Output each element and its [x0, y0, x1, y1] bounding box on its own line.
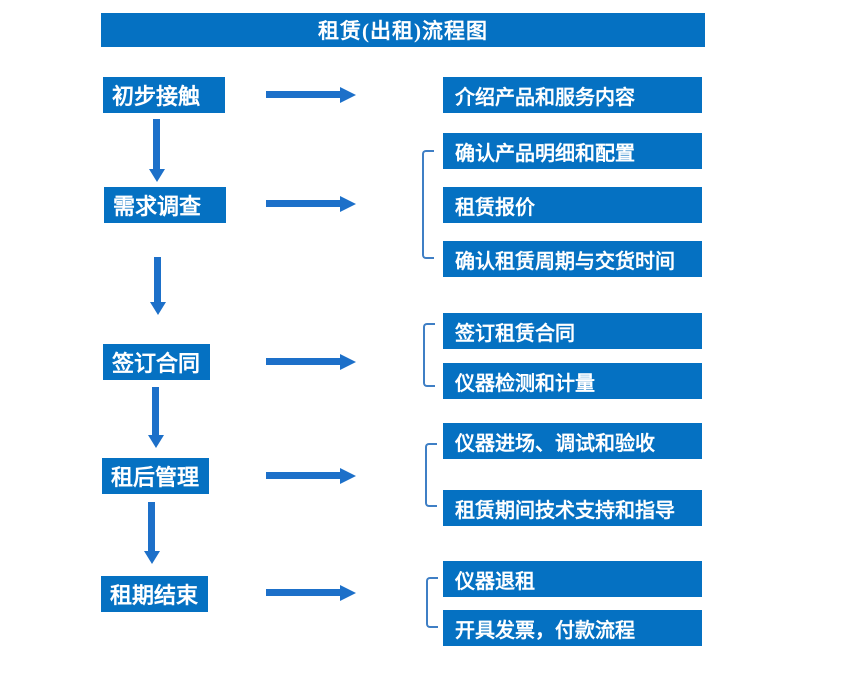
arrow-right-head: [340, 585, 356, 601]
bracket-group-3: [423, 323, 435, 387]
right-arrow-2: [266, 196, 356, 212]
arrow-shaft: [148, 502, 155, 551]
down-arrow-1: [149, 119, 165, 182]
arrow-down-head: [148, 435, 164, 448]
arrow-right-head: [340, 196, 356, 212]
right-arrow-5: [266, 585, 356, 601]
arrow-right-head: [340, 354, 356, 370]
arrow-down-head: [149, 169, 165, 182]
arrow-shaft: [266, 589, 340, 596]
arrow-shaft: [266, 472, 340, 479]
down-arrow-4: [144, 502, 160, 564]
detail-box-confirm-product-details-config: 确认产品明细和配置: [443, 133, 702, 169]
detail-box-rental-technical-support: 租赁期间技术支持和指导: [443, 490, 702, 526]
right-arrow-4: [266, 468, 356, 484]
arrow-shaft: [154, 257, 161, 302]
detail-box-sign-rental-contract: 签订租赁合同: [443, 313, 702, 349]
arrow-shaft: [153, 119, 160, 169]
arrow-right-head: [340, 87, 356, 103]
arrow-down-head: [144, 551, 160, 564]
down-arrow-2: [150, 257, 166, 315]
arrow-right-head: [340, 468, 356, 484]
arrow-shaft: [266, 358, 340, 365]
step-box-demand-survey: 需求调查: [104, 187, 226, 223]
detail-box-invoice-payment-process: 开具发票，付款流程: [443, 610, 702, 646]
detail-box-instrument-return: 仪器退租: [443, 561, 702, 597]
arrow-shaft: [266, 200, 340, 207]
right-arrow-1: [266, 87, 356, 103]
detail-box-instrument-inspection-metering: 仪器检测和计量: [443, 363, 702, 399]
detail-box-confirm-rental-period-delivery: 确认租赁周期与交货时间: [443, 241, 702, 277]
step-box-rental-period-end: 租期结束: [101, 576, 208, 612]
bracket-group-4: [425, 443, 437, 507]
arrow-shaft: [152, 387, 159, 435]
bracket-group-5: [426, 577, 438, 628]
step-box-post-rental-management: 租后管理: [102, 458, 209, 494]
step-box-sign-contract: 签订合同: [103, 344, 210, 380]
right-arrow-3: [266, 354, 356, 370]
detail-box-introduce-products-services: 介绍产品和服务内容: [443, 77, 702, 113]
arrow-down-head: [150, 302, 166, 315]
detail-box-instrument-arrival-acceptance: 仪器进场、调试和验收: [443, 423, 702, 459]
step-box-initial-contact: 初步接触: [103, 77, 225, 113]
bracket-group-2: [422, 150, 434, 259]
title-bar: 租赁(出租)流程图: [101, 13, 705, 47]
page-title: 租赁(出租)流程图: [318, 19, 488, 43]
arrow-shaft: [266, 91, 340, 98]
detail-box-rental-quote: 租赁报价: [443, 187, 702, 223]
down-arrow-3: [148, 387, 164, 448]
